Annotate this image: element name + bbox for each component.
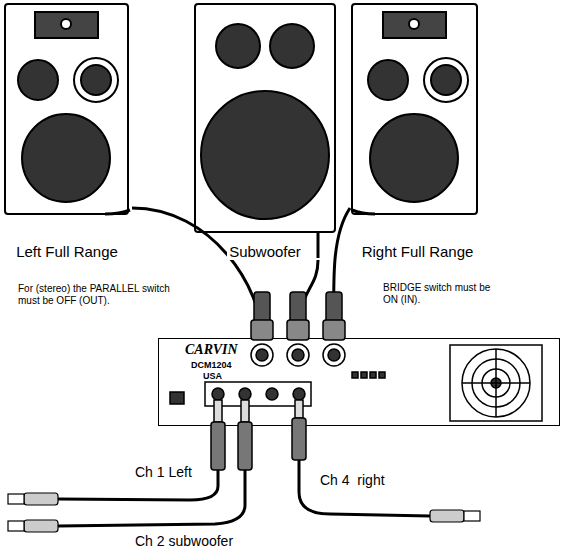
speaker-label: Left Full Range <box>14 243 120 260</box>
speaker-cabinet <box>5 4 128 214</box>
speaker-node: Subwoofer <box>185 2 345 260</box>
input-cable <box>58 460 430 526</box>
input-plug <box>211 400 306 470</box>
speaker-cable <box>298 260 318 338</box>
speaker-label: Subwoofer <box>227 243 303 260</box>
horn <box>35 12 98 38</box>
xlr-connector <box>8 493 480 532</box>
speaker-cabinet <box>352 4 477 214</box>
mid-driver <box>18 60 58 100</box>
speakon-plug <box>251 292 345 340</box>
speaker-label: Right Full Range <box>360 243 476 260</box>
speaker-node: Left Full Range <box>2 2 132 260</box>
brand-name: CARVIN <box>185 342 238 358</box>
subwoofer-driver <box>201 91 329 219</box>
speaker-cable <box>132 208 262 338</box>
country-mark: USA <box>203 371 222 381</box>
woofer <box>22 114 110 202</box>
note-text: For (stereo) the PARALLEL switch must be… <box>18 283 180 307</box>
model-number: DCM1204 <box>191 360 232 370</box>
input-panel <box>205 382 311 406</box>
note-text: BRIDGE switch must be ON (IN). <box>383 282 495 306</box>
amplifier: CARVIN DCM1204USA <box>158 338 560 426</box>
channel-label: Ch 2 subwoofer <box>133 533 235 549</box>
channel-label: Ch 1 Left <box>133 464 194 480</box>
fan-grille <box>450 345 542 421</box>
channel-label: Ch 4 right <box>318 472 387 488</box>
subwoofer-cabinet <box>195 4 335 232</box>
speaker-node: Right Full Range <box>350 2 485 260</box>
speaker-cable <box>334 208 350 338</box>
